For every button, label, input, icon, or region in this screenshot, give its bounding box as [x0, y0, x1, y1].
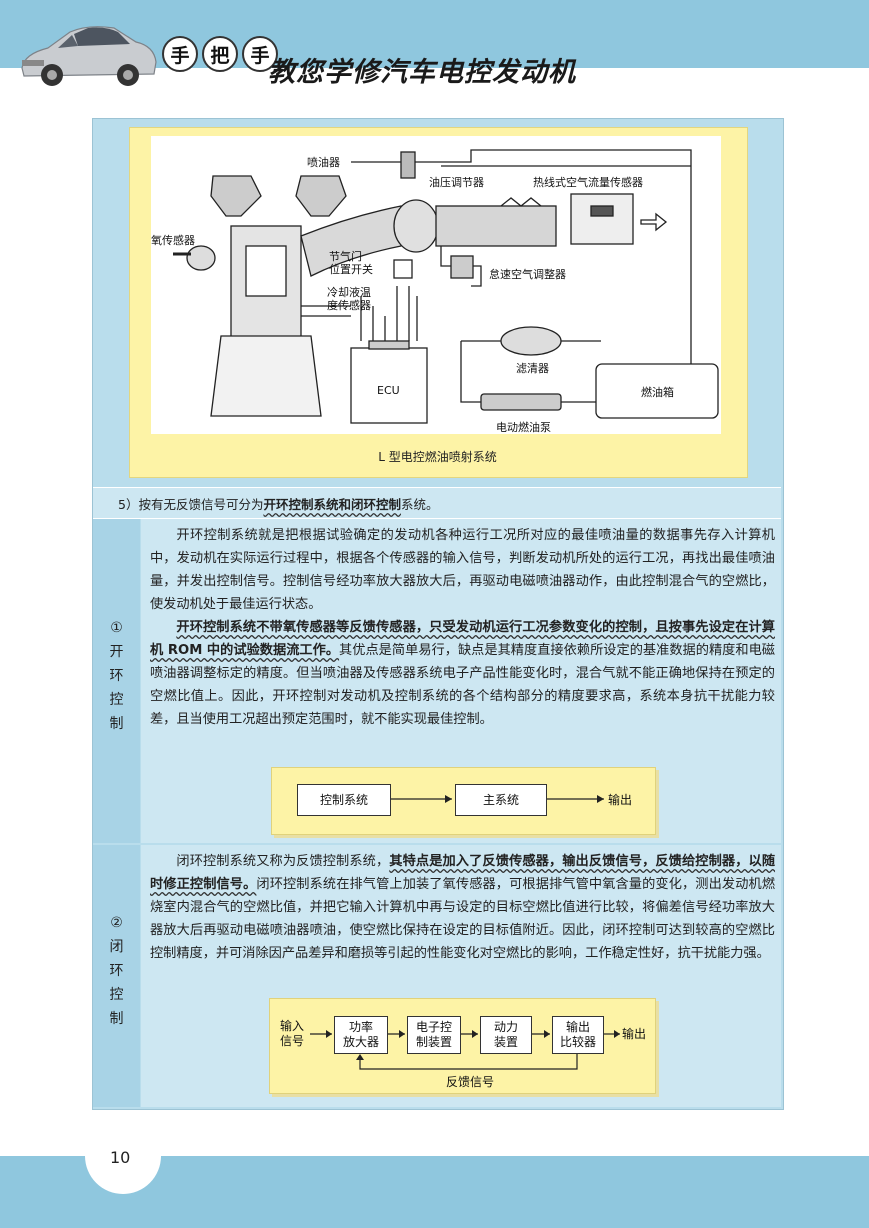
power-unit-block: 动力 装置: [480, 1016, 532, 1054]
item5-suffix: 系统。: [400, 497, 439, 512]
closed-loop-para: 闭环控制系统又称为反馈控制系统，其特点是加入了反馈传感器，输出反馈信号，反馈给控…: [150, 850, 775, 965]
item5-row: [93, 487, 781, 519]
open-loop-label: ① 开 环 控 制: [93, 616, 140, 736]
label-char: ①: [110, 620, 123, 636]
label-char: 环: [109, 963, 124, 979]
ecu-block: 电子控 制装置: [407, 1016, 461, 1054]
label-pressure-regulator: 油压调节器: [429, 175, 484, 189]
label-filter: 滤清器: [516, 362, 549, 375]
fuel-injection-system-diagram: 喷油器 油压调节器 热线式空气流量传感器 氧传感器 节气门位置开关 怠速空气调整…: [151, 136, 721, 434]
label-char: 开: [109, 644, 124, 660]
main-system-block: 主系统: [455, 784, 547, 816]
label-char: 闭: [109, 939, 124, 955]
label-char: 制: [109, 1011, 124, 1027]
label-ecu: ECU: [377, 384, 400, 397]
book-title: 教您学修汽车电控发动机: [268, 57, 576, 88]
label-char: 环: [109, 668, 124, 684]
engine-schematic: 喷油器 油压调节器 热线式空气流量传感器 氧传感器 节气门位置开关 怠速空气调整…: [151, 149, 719, 434]
series-char: 手: [162, 36, 198, 72]
item5-emphasis: 开环控制系统和闭环控制: [263, 497, 401, 512]
label-idle-valve: 怠速空气调整器: [489, 267, 566, 281]
label-char: 控: [109, 987, 124, 1003]
figure1-caption: L 型电控燃油喷射系统: [378, 450, 497, 464]
label-throttle-switch: 节气门位置开关: [329, 249, 373, 276]
series-badge: 手 把 手: [162, 36, 278, 72]
label-injector: 喷油器: [307, 155, 340, 169]
open-loop-arrows: [391, 795, 604, 803]
open-loop-side-cell: [93, 519, 140, 843]
closed-loop-para-emphasis: 其特点是加入了反馈传感器，输出反馈信号，反馈给控制器，以随时修正控制信号。: [150, 854, 776, 892]
label-maf-sensor: 热线式空气流量传感器: [533, 175, 643, 189]
closed-loop-arrows: [310, 1030, 620, 1070]
closed-loop-diagram: 输入 信号 功率 放大器 电子控 制装置 动力 装置 输出 比较器 输出 反馈信…: [269, 998, 656, 1094]
label-coolant-sensor: 冷却液温度传感器: [327, 285, 371, 312]
label-fuel-pump: 电动燃油泵: [496, 420, 551, 434]
open-loop-para2-rest: 其优点是简单易行，缺点是其精度直接依赖所设定的基准数据的精度和电磁喷油器调整标定…: [150, 643, 775, 727]
closed-loop-para-start: 闭环控制系统又称为反馈控制系统，: [176, 854, 390, 869]
label-char: 制: [109, 716, 124, 732]
page-number: 10: [110, 1148, 131, 1167]
item5-text: 5）按有无反馈信号可分为开环控制系统和闭环控制系统。: [118, 494, 439, 513]
open-loop-para2: 开环控制系统不带氧传感器等反馈传感器，只受发动机运行工况参数变化的控制，且按事先…: [150, 616, 775, 731]
label-char: 控: [109, 692, 124, 708]
label-fuel-tank: 燃油箱: [641, 385, 674, 399]
item5-prefix: 5）按有无反馈信号可分为: [118, 497, 264, 512]
output-label: 输出: [608, 793, 633, 807]
series-char: 把: [202, 36, 238, 72]
comparator-block: 输出 比较器: [552, 1016, 604, 1054]
closed-loop-label: ② 闭 环 控 制: [93, 911, 140, 1031]
closed-loop-para-rest: 闭环控制系统在排气管上加装了氧传感器，可根据排气管中氧含量的变化，测出发动机燃烧…: [150, 877, 776, 961]
output-label: 输出: [622, 1027, 647, 1041]
control-system-block: 控制系统: [297, 784, 391, 816]
feedback-label: 反馈信号: [446, 1075, 495, 1089]
closed-loop-text: 闭环控制系统又称为反馈控制系统，其特点是加入了反馈传感器，输出反馈信号，反馈给控…: [150, 850, 775, 965]
series-char: 手: [242, 36, 278, 72]
label-o2-sensor: 氧传感器: [151, 233, 195, 247]
car-illustration: [21, 26, 157, 86]
open-loop-para1: 开环控制系统就是把根据试验确定的发动机各种运行工况所对应的最佳喷油量的数据事先存…: [150, 528, 775, 612]
label-char: ②: [110, 915, 123, 931]
open-loop-para2-emphasis: 开环控制系统不带氧传感器等反馈传感器，只受发动机运行工况参数变化的控制，且按事先…: [150, 620, 775, 658]
input-signal-label: 输入 信号: [280, 1019, 305, 1048]
open-loop-diagram: 控制系统 主系统 输出: [271, 767, 656, 835]
power-amp-block: 功率 放大器: [334, 1016, 388, 1054]
open-loop-text: 开环控制系统就是把根据试验确定的发动机各种运行工况所对应的最佳喷油量的数据事先存…: [150, 524, 775, 731]
closed-loop-side-cell: [93, 845, 140, 1107]
page-number-circle: [85, 1118, 161, 1194]
